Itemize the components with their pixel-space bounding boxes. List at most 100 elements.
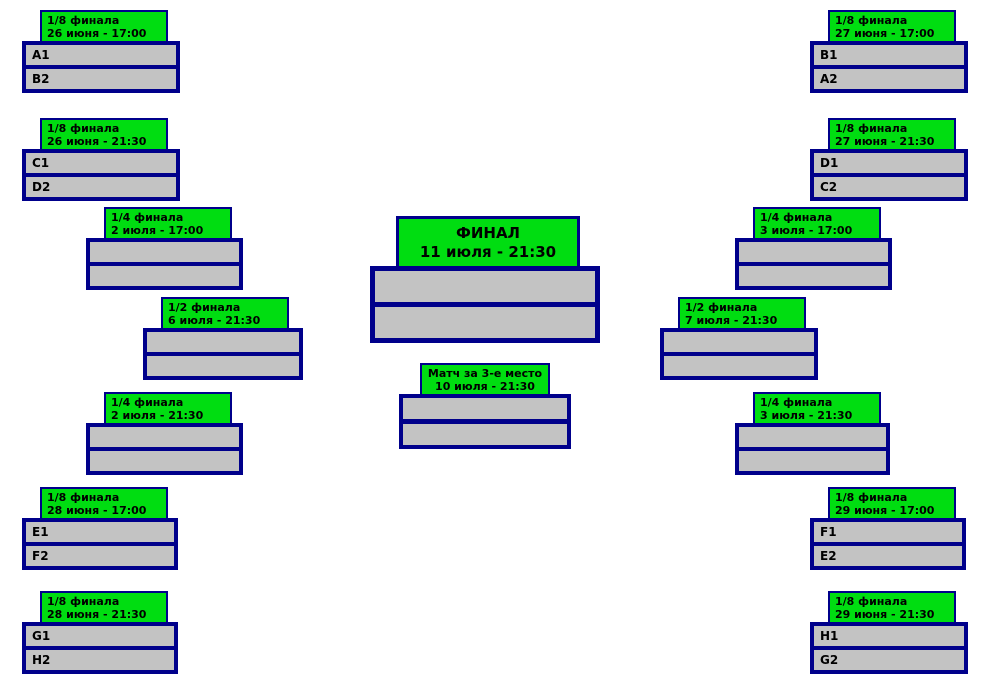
home-team-slot: [90, 242, 239, 262]
match-header: 1/4 финала 2 июля - 21:30: [104, 392, 232, 427]
team-slots: [399, 394, 571, 449]
stage-label: 1/2 финала: [685, 301, 758, 314]
stage-label: 1/2 финала: [168, 301, 241, 314]
match-header: 1/8 финала 26 июня - 21:30: [40, 118, 168, 153]
date-label: 26 июня - 17:00: [47, 27, 147, 40]
stage-label: 1/8 финала: [47, 595, 120, 608]
match-right-sf: 1/2 финала 7 июля - 21:30: [660, 297, 818, 380]
stage-label: Матч за 3-е место: [427, 367, 543, 380]
home-team-slot: D1: [814, 153, 964, 173]
away-team-slot: [664, 356, 814, 376]
team-slots: E1 F2: [22, 518, 178, 570]
home-team-slot: [147, 332, 299, 352]
away-team-slot: [147, 356, 299, 376]
match-left-sf: 1/2 финала 6 июля - 21:30: [143, 297, 303, 380]
match-right-r16-3: 1/8 финала 29 июня - 17:00 F1 E2: [810, 487, 966, 570]
team-slots: [735, 238, 892, 290]
team-slots: C1 D2: [22, 149, 180, 201]
match-left-qf-1: 1/4 финала 2 июля - 17:00: [86, 207, 243, 290]
home-team-slot: H1: [814, 626, 964, 646]
away-team-slot: C2: [814, 177, 964, 197]
date-label: 26 июня - 21:30: [47, 135, 147, 148]
stage-label: 1/4 финала: [760, 396, 833, 409]
date-label: 3 июля - 17:00: [760, 224, 853, 237]
match-header: 1/8 финала 29 июня - 21:30: [828, 591, 956, 626]
match-header: Матч за 3-е место 10 июля - 21:30: [420, 363, 550, 398]
match-left-qf-2: 1/4 финала 2 июля - 21:30: [86, 392, 243, 475]
date-label: 7 июля - 21:30: [685, 314, 778, 327]
match-left-r16-1: 1/8 финала 26 июня - 17:00 A1 B2: [22, 10, 180, 93]
match-header: 1/8 финала 27 июня - 21:30: [828, 118, 956, 153]
match-header: ФИНАЛ 11 июля - 21:30: [396, 216, 580, 270]
match-header: 1/4 финала 2 июля - 17:00: [104, 207, 232, 242]
away-team-slot: [90, 451, 239, 471]
match-header: 1/8 финала 27 июня - 17:00: [828, 10, 956, 45]
away-team-slot: [739, 451, 886, 471]
home-team-slot: A1: [26, 45, 176, 65]
stage-label: 1/8 финала: [835, 491, 908, 504]
away-team-slot: G2: [814, 650, 964, 670]
stage-label: 1/8 финала: [835, 14, 908, 27]
match-header: 1/8 финала 26 июня - 17:00: [40, 10, 168, 45]
date-label: 11 июля - 21:30: [419, 243, 557, 261]
home-team-slot: C1: [26, 153, 176, 173]
away-team-slot: [375, 307, 595, 338]
away-team-slot: F2: [26, 546, 174, 566]
date-label: 3 июля - 21:30: [760, 409, 853, 422]
team-slots: F1 E2: [810, 518, 966, 570]
away-team-slot: E2: [814, 546, 962, 566]
home-team-slot: [739, 242, 888, 262]
match-right-qf-2: 1/4 финала 3 июля - 21:30: [735, 392, 890, 475]
stage-label: 1/8 финала: [47, 122, 120, 135]
stage-label: 1/4 финала: [111, 396, 184, 409]
team-slots: A1 B2: [22, 41, 180, 93]
date-label: 28 июня - 21:30: [47, 608, 147, 621]
home-team-slot: [90, 427, 239, 447]
team-slots: D1 C2: [810, 149, 968, 201]
stage-label: 1/8 финала: [835, 595, 908, 608]
date-label: 28 июня - 17:00: [47, 504, 147, 517]
team-slots: [143, 328, 303, 380]
match-header: 1/8 финала 28 июня - 21:30: [40, 591, 168, 626]
team-slots: B1 A2: [810, 41, 968, 93]
date-label: 2 июля - 17:00: [111, 224, 204, 237]
stage-label: ФИНАЛ: [455, 224, 521, 242]
team-slots: [86, 423, 243, 475]
home-team-slot: [375, 271, 595, 302]
stage-label: 1/8 финала: [47, 491, 120, 504]
away-team-slot: A2: [814, 69, 964, 89]
match-header: 1/8 финала 28 июня - 17:00: [40, 487, 168, 522]
team-slots: H1 G2: [810, 622, 968, 674]
away-team-slot: B2: [26, 69, 176, 89]
match-final: ФИНАЛ 11 июля - 21:30: [370, 216, 600, 343]
match-right-r16-2: 1/8 финала 27 июня - 21:30 D1 C2: [810, 118, 968, 201]
team-slots: G1 H2: [22, 622, 178, 674]
match-header: 1/4 финала 3 июля - 21:30: [753, 392, 881, 427]
team-slots: [660, 328, 818, 380]
home-team-slot: E1: [26, 522, 174, 542]
date-label: 29 июня - 17:00: [835, 504, 935, 517]
stage-label: 1/8 финала: [835, 122, 908, 135]
stage-label: 1/4 финала: [111, 211, 184, 224]
match-header: 1/2 финала 7 июля - 21:30: [678, 297, 806, 332]
match-right-qf-1: 1/4 финала 3 июля - 17:00: [735, 207, 892, 290]
away-team-slot: [403, 424, 567, 445]
date-label: 27 июня - 17:00: [835, 27, 935, 40]
date-label: 27 июня - 21:30: [835, 135, 935, 148]
match-third-place: Матч за 3-е место 10 июля - 21:30: [399, 363, 571, 449]
home-team-slot: F1: [814, 522, 962, 542]
match-left-r16-4: 1/8 финала 28 июня - 21:30 G1 H2: [22, 591, 178, 674]
home-team-slot: G1: [26, 626, 174, 646]
stage-label: 1/4 финала: [760, 211, 833, 224]
team-slots: [86, 238, 243, 290]
away-team-slot: [90, 266, 239, 286]
away-team-slot: [739, 266, 888, 286]
match-left-r16-3: 1/8 финала 28 июня - 17:00 E1 F2: [22, 487, 178, 570]
date-label: 2 июля - 21:30: [111, 409, 204, 422]
home-team-slot: [403, 398, 567, 419]
date-label: 29 июня - 21:30: [835, 608, 935, 621]
team-slots: [735, 423, 890, 475]
match-right-r16-1: 1/8 финала 27 июня - 17:00 B1 A2: [810, 10, 968, 93]
date-label: 6 июля - 21:30: [168, 314, 261, 327]
